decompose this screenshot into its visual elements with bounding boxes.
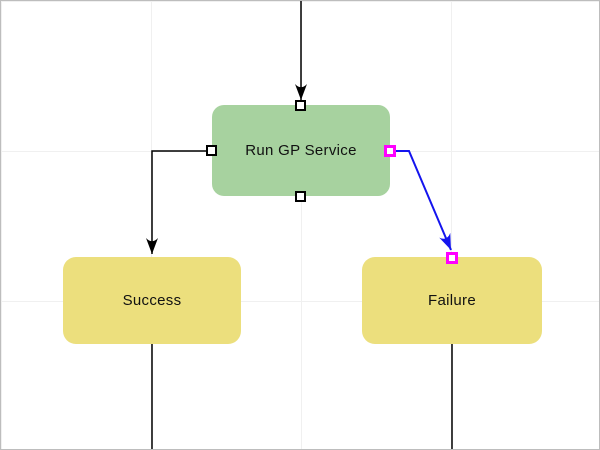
node-run-gp-service[interactable]: Run GP Service: [212, 105, 390, 196]
node-failure-label: Failure: [428, 292, 476, 309]
edge-run-gp-service-to-success[interactable]: [146, 150, 212, 254]
node-success-label: Success: [122, 292, 182, 309]
node-run-gp-service-label: Run GP Service: [245, 142, 357, 159]
node-failure[interactable]: Failure: [362, 257, 542, 344]
connection-handle-run-gp-service-bottom[interactable]: [295, 191, 306, 202]
connection-handle-run-gp-service-right-selected[interactable]: [384, 145, 396, 157]
connection-handle-run-gp-service-top[interactable]: [295, 100, 306, 111]
connection-handle-run-gp-service-left[interactable]: [206, 145, 217, 156]
node-success[interactable]: Success: [63, 257, 241, 344]
edge-run-gp-service-to-failure-selected[interactable]: [395, 150, 452, 251]
connection-handle-failure-top-selected[interactable]: [446, 252, 458, 264]
